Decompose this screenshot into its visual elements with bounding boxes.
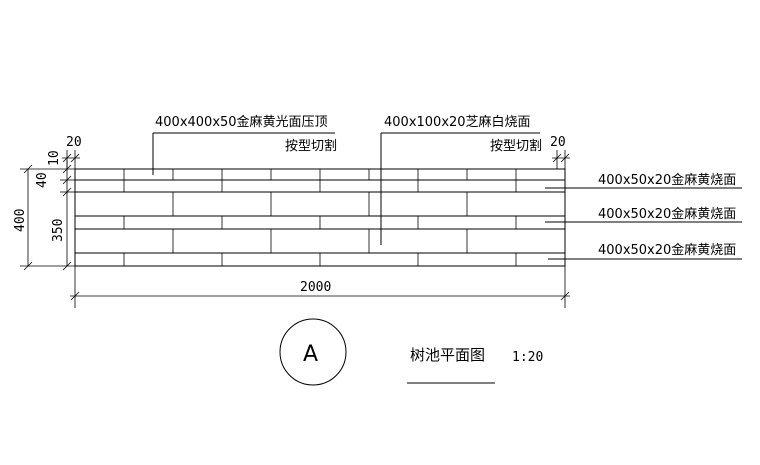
dim-right-20: 20 bbox=[550, 135, 566, 150]
section-mark: A bbox=[303, 342, 318, 367]
label-right-1: 400x50x20金麻黄烧面 bbox=[598, 172, 736, 188]
label-top-mid-2: 按型切割 bbox=[490, 138, 542, 154]
drawing-scale: 1:20 bbox=[512, 350, 543, 365]
top-leaders bbox=[152, 132, 540, 245]
label-right-2: 400x50x20金麻黄烧面 bbox=[598, 206, 736, 222]
label-top-left-1: 400x400x50金麻黄光面压顶 bbox=[155, 114, 328, 130]
right-leaders bbox=[545, 187, 742, 260]
dim-350: 350 bbox=[51, 219, 66, 242]
dim-400: 400 bbox=[13, 209, 28, 232]
dim-left-20: 20 bbox=[66, 135, 82, 150]
title-block: A 树池平面图 1:20 bbox=[279, 318, 543, 386]
top-small-dimension-lines bbox=[62, 150, 570, 169]
dim-40: 40 bbox=[35, 172, 50, 188]
label-top-mid-1: 400x100x20芝麻白烧面 bbox=[384, 114, 531, 130]
label-top-left-2: 按型切割 bbox=[285, 138, 337, 154]
dim-2000: 2000 bbox=[300, 280, 331, 295]
brick-joints bbox=[123, 169, 517, 266]
drawing-title: 树池平面图 bbox=[410, 346, 485, 364]
label-right-3: 400x50x20金麻黄烧面 bbox=[598, 242, 736, 258]
section-mark-circle bbox=[279, 318, 347, 386]
bottom-dimension-lines bbox=[70, 266, 570, 308]
dim-10: 10 bbox=[47, 150, 62, 166]
